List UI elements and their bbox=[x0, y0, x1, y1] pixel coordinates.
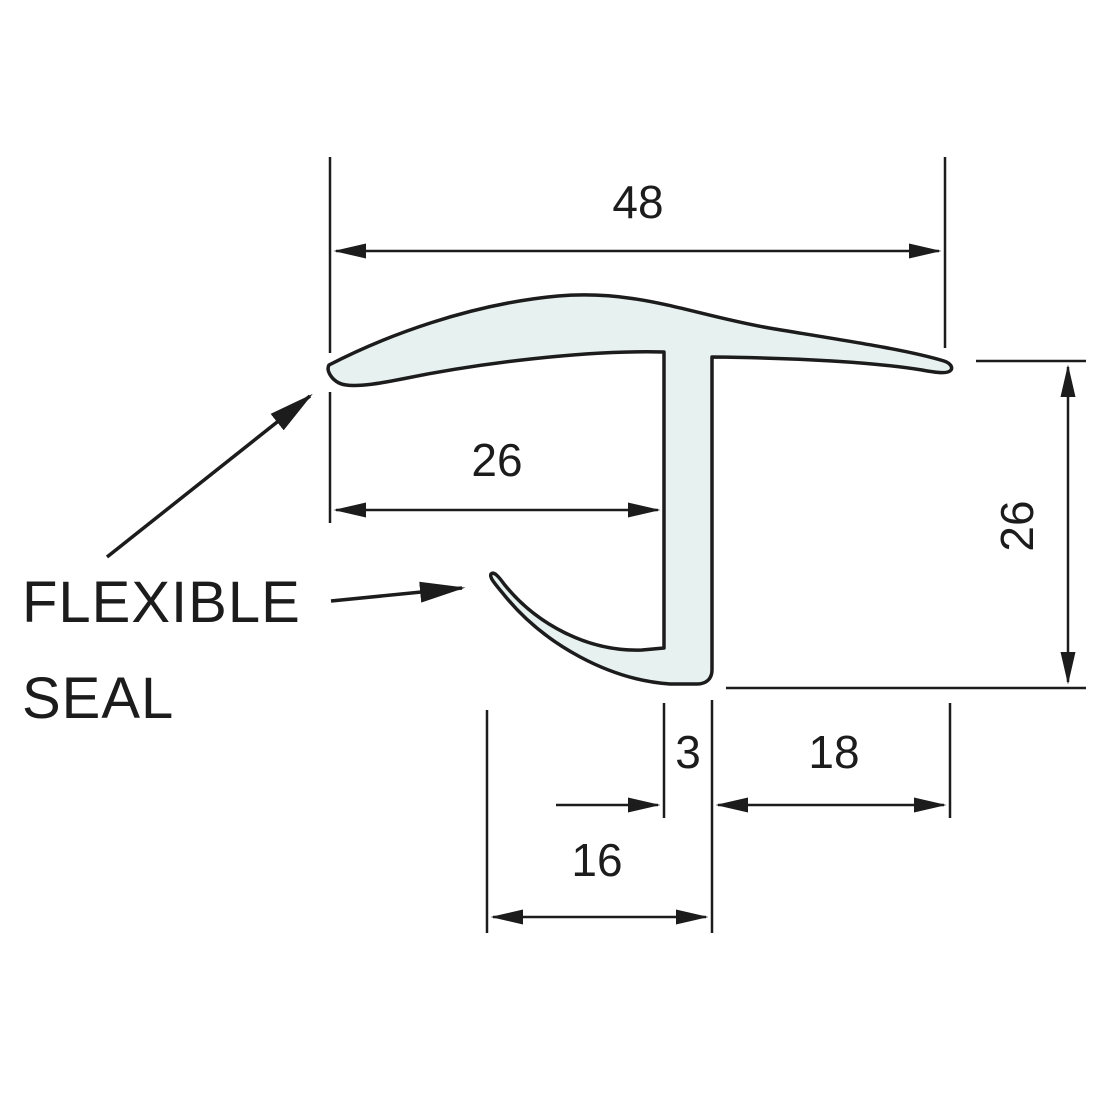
leader-arrow-to-bottom-hook bbox=[330, 581, 466, 603]
dimension-right-height: 26 bbox=[726, 359, 1086, 690]
dimension-top-width: 48 bbox=[328, 157, 947, 353]
dimension-bottom-hook-width: 16 bbox=[485, 700, 714, 933]
dimension-right-flange-width: 18 bbox=[715, 703, 952, 818]
dimension-value-26-vertical: 26 bbox=[991, 500, 1043, 551]
dimension-value-26-horizontal: 26 bbox=[471, 434, 522, 486]
flexible-seal-label-line1: FLEXIBLE bbox=[22, 570, 301, 635]
flexible-seal-callout: FLEXIBLE SEAL bbox=[22, 393, 466, 731]
dimension-value-18: 18 bbox=[808, 726, 859, 778]
dimension-value-16: 16 bbox=[571, 834, 622, 886]
dimension-value-3: 3 bbox=[675, 726, 701, 778]
seal-profile-shape bbox=[326, 293, 954, 686]
dimension-value-48: 48 bbox=[612, 176, 663, 228]
leader-arrow-to-top-flange bbox=[105, 393, 313, 559]
dimension-upper-inner-width: 26 bbox=[328, 392, 661, 523]
flexible-seal-label-line2: SEAL bbox=[22, 666, 174, 731]
dimension-stem-thickness: 3 bbox=[556, 703, 701, 818]
